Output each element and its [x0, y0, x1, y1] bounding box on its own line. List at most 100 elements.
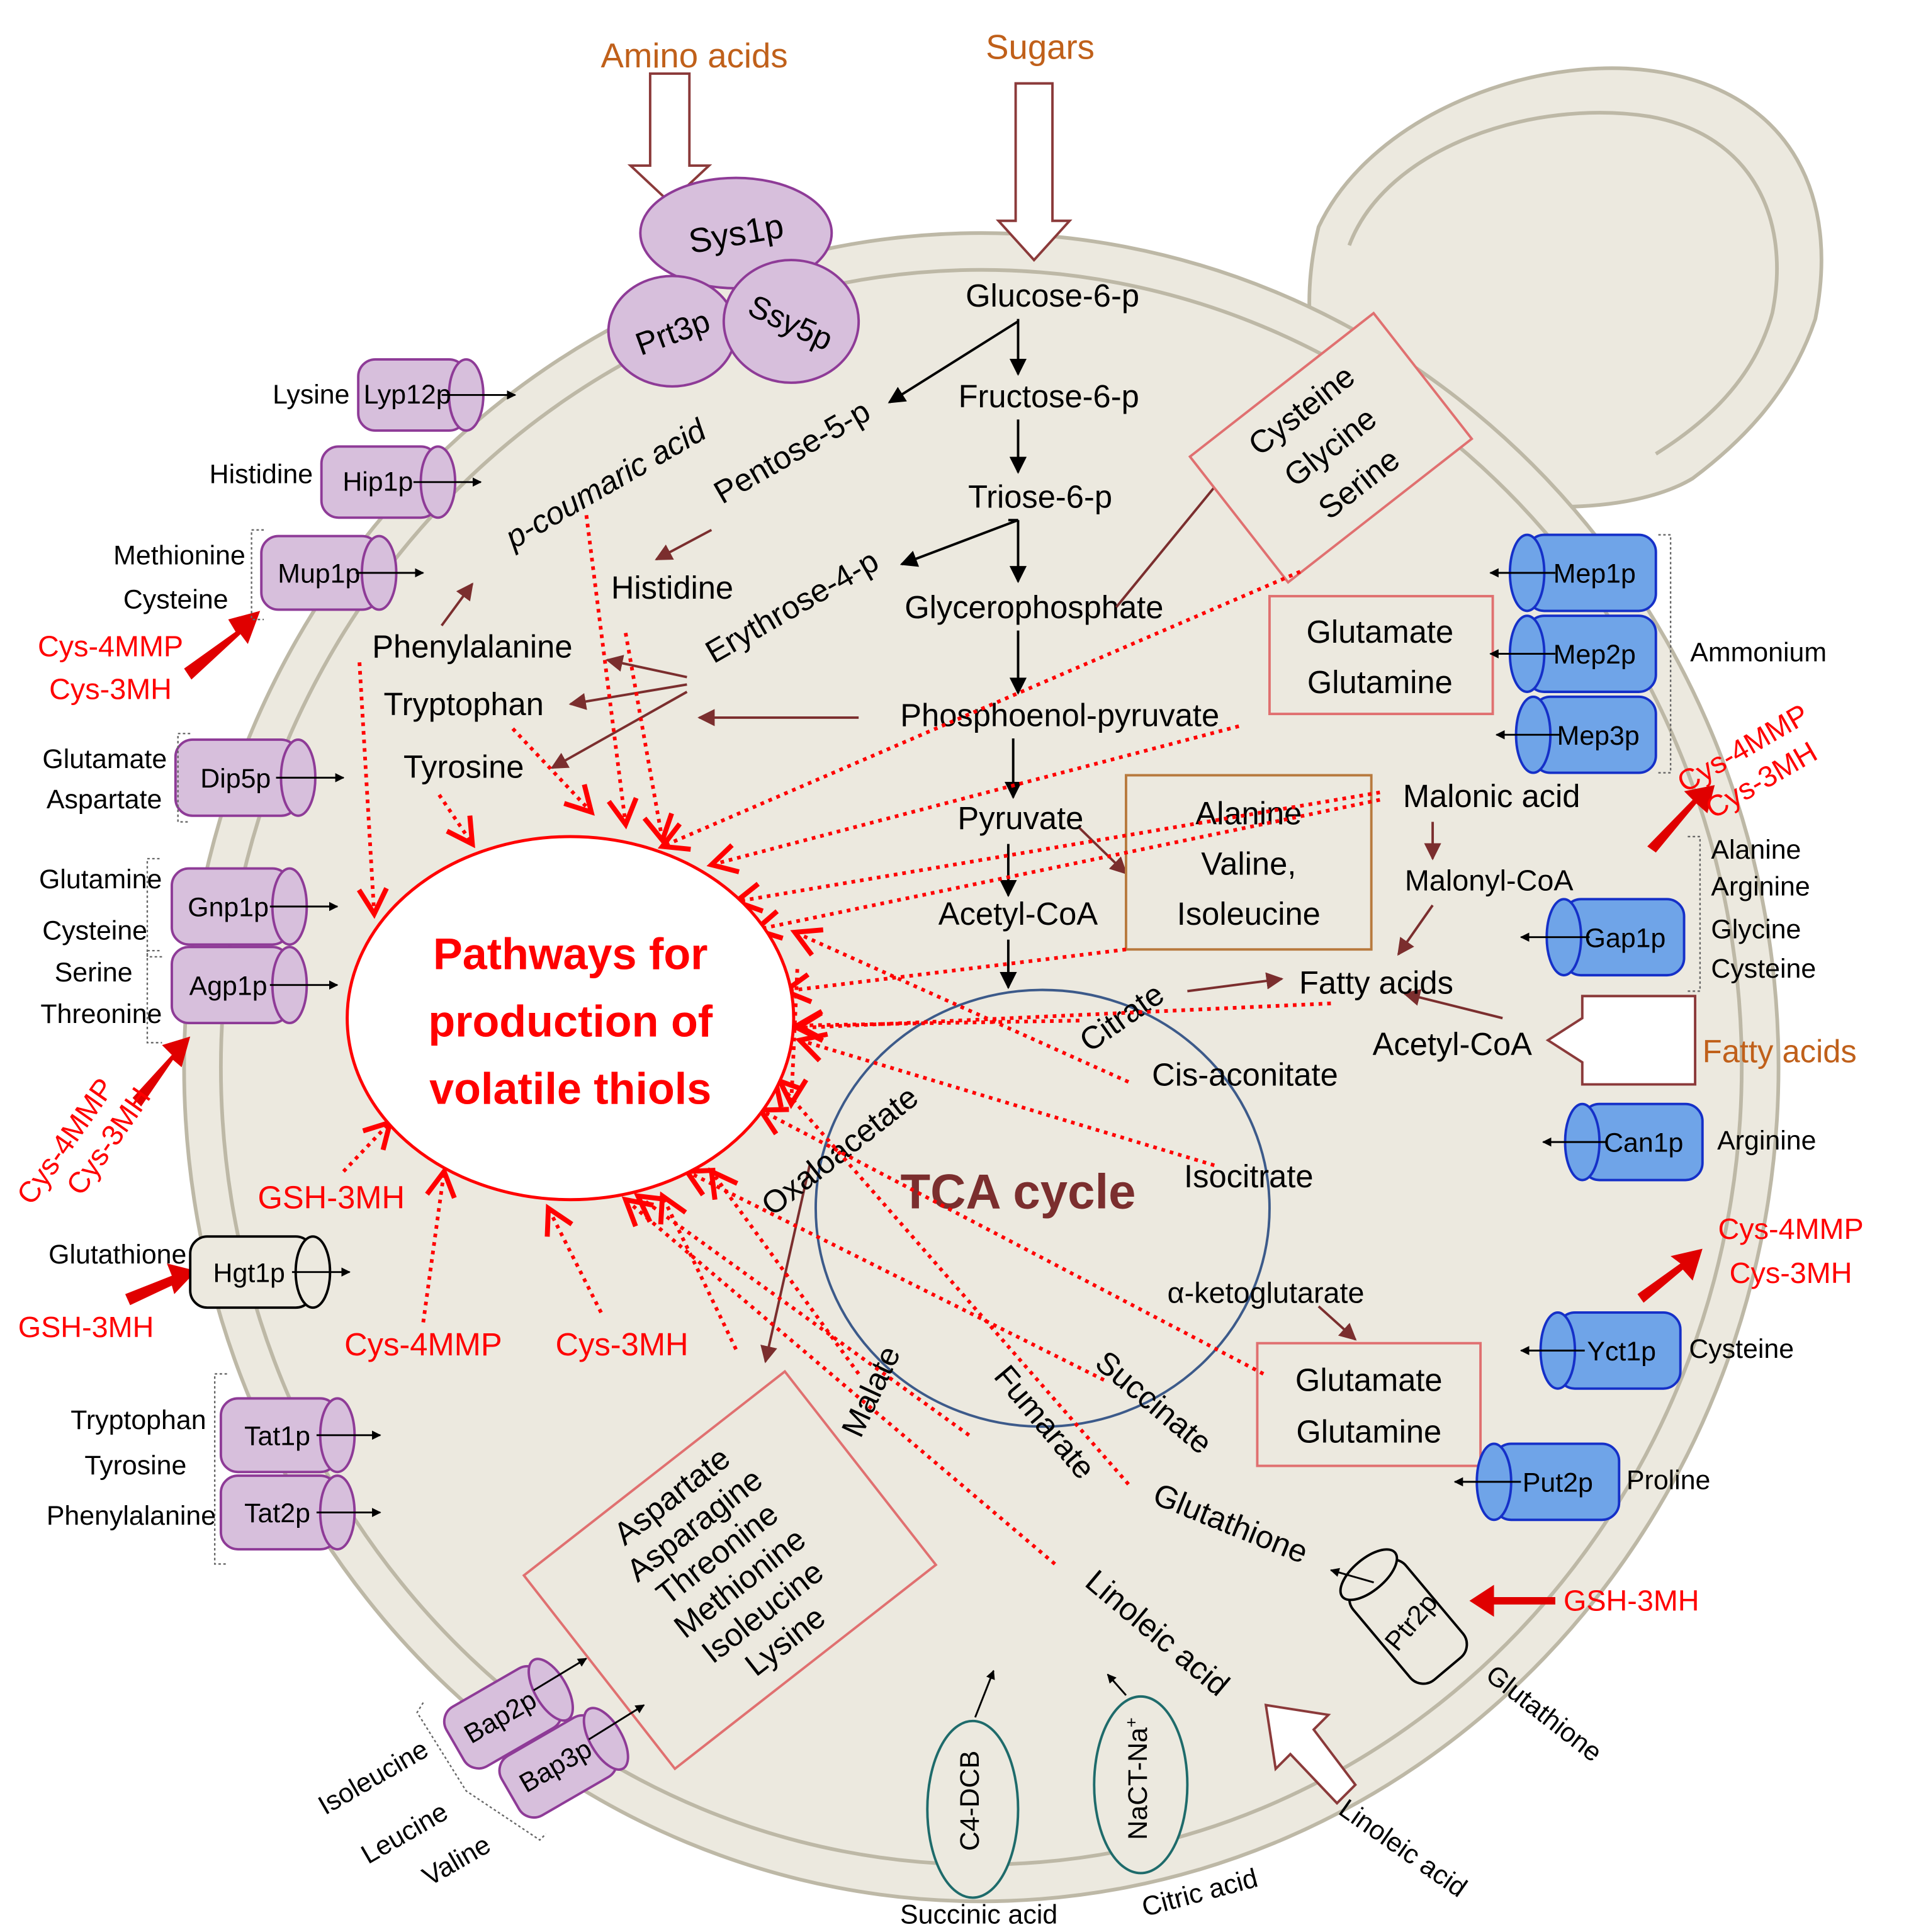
- sys1p-complex: Sys1p Prt3p Ssy5p: [607, 176, 860, 388]
- hip1p-label: Hip1p: [342, 466, 413, 497]
- tat2p-label: Tat2p: [244, 1498, 310, 1528]
- cysteine-substrate-right-2: Cysteine: [1689, 1334, 1794, 1364]
- uptake-gsh3mh-2: GSH-3MH: [1564, 1584, 1699, 1617]
- amino-acids-label: Amino acids: [601, 37, 788, 75]
- right-brackets: [1658, 534, 1701, 992]
- tryptophan-substrate: Tryptophan: [70, 1405, 206, 1435]
- put2p-label: Put2p: [1523, 1467, 1593, 1498]
- cysteine-substrate: Cysteine: [123, 584, 228, 614]
- biosynthesis-arrows: [441, 471, 1503, 1364]
- cysteine-substrate-2: Cysteine: [42, 916, 147, 946]
- glycerophosphate: Glycerophosphate: [904, 589, 1163, 625]
- fructose-6-p: Fructose-6-p: [959, 378, 1139, 414]
- malonyl-coa: Malonyl-CoA: [1405, 864, 1574, 897]
- pyruvate: Pyruvate: [957, 800, 1083, 836]
- mep3p-label: Mep3p: [1557, 721, 1640, 751]
- mup1p-label: Mup1p: [278, 559, 360, 589]
- aspartate-group-box: Aspartate Asparagine Threonine Methionin…: [522, 1369, 938, 1771]
- lipid-metabolism: Malonic acid Malonyl-CoA Fatty acids Ace…: [1299, 778, 1580, 1062]
- aspartate-substrate: Aspartate: [47, 784, 162, 815]
- center-line2: production of: [428, 997, 713, 1046]
- lysine-substrate: Lysine: [273, 380, 349, 410]
- precursor-uptake-arrows: [125, 611, 1715, 1617]
- serine-substrate: Serine: [55, 958, 133, 988]
- linoleic-acid-input-arrow: [1264, 1703, 1357, 1805]
- hgt1p-label: Hgt1p: [213, 1258, 285, 1288]
- glu-gln-top-line1: Glutamate: [1306, 614, 1453, 650]
- left-transporters: [171, 358, 629, 1819]
- right-transporters: [1475, 533, 1704, 1522]
- uptake-gsh3mh-1: GSH-3MH: [18, 1311, 154, 1343]
- ala-val-ile-line1: Alanine: [1195, 795, 1302, 831]
- uptake-cys3mh-1: Cys-3MH: [49, 673, 172, 706]
- tca-title: TCA cycle: [900, 1163, 1136, 1219]
- phosphoenol-pyruvate: Phosphoenol-pyruvate: [900, 698, 1219, 733]
- uptake-cys4mmp-1: Cys-4MMP: [38, 630, 183, 662]
- glutamate-substrate: Glutamate: [42, 744, 167, 774]
- uptake-cys4mmp-4: Cys-4MMP: [1718, 1212, 1864, 1245]
- alpha-ketoglutarate: α-ketoglutarate: [1168, 1276, 1365, 1309]
- mep2p-label: Mep2p: [1553, 640, 1636, 670]
- precursor-labels: GSH-3MH Cys-4MMP Cys-3MH: [257, 1179, 688, 1362]
- bap3p-transporter: [498, 1707, 629, 1819]
- tyrosine-substrate: Tyrosine: [84, 1450, 186, 1481]
- lyp12p-label: Lyp12p: [364, 380, 451, 410]
- tryptophan-product: Tryptophan: [384, 686, 544, 722]
- mep1p-label: Mep1p: [1553, 559, 1636, 589]
- can1p-label: Can1p: [1604, 1128, 1683, 1158]
- gsh-3mh-center: GSH-3MH: [257, 1179, 405, 1215]
- phenylalanine-product: Phenylalanine: [372, 628, 572, 664]
- linoleic-acid-outer-label: Linoleic acid: [1333, 1794, 1472, 1904]
- phenylalanine-substrate: Phenylalanine: [47, 1501, 216, 1531]
- nact-superscript: +: [1121, 1717, 1141, 1727]
- yct1p-label: Yct1p: [1587, 1336, 1656, 1367]
- c4-dcb-label: C4-DCB: [955, 1751, 985, 1851]
- mep3p-transporter: [1514, 695, 1657, 774]
- glutathione-substrate-right: Glutathione: [1480, 1659, 1608, 1768]
- valine-substrate: Valine: [417, 1829, 495, 1892]
- ala-val-ile-line2: Valine,: [1201, 845, 1296, 881]
- cys-3mh-center: Cys-3MH: [556, 1326, 689, 1362]
- threonine-substrate: Threonine: [40, 999, 162, 1029]
- tca-circle: [814, 988, 1271, 1428]
- put2p-transporter: [1475, 1442, 1621, 1522]
- cis-aconitate: Cis-aconitate: [1152, 1056, 1338, 1092]
- tat1p-label: Tat1p: [244, 1421, 310, 1451]
- ammonium-substrate: Ammonium: [1690, 637, 1827, 667]
- uptake-cys3mh-4: Cys-3MH: [1730, 1257, 1852, 1289]
- triose-6-p: Triose-6-p: [968, 479, 1112, 515]
- ptr2p-transporter: [1339, 1548, 1468, 1685]
- glu-gln-bottom-line1: Glutamate: [1295, 1362, 1443, 1398]
- center-line3: volatile thiols: [429, 1065, 711, 1114]
- glutamine-substrate: Glutamine: [39, 864, 162, 895]
- left-transport-arrows: [269, 390, 645, 1741]
- mup1p-transporter: [260, 534, 398, 611]
- nact-label: NaCT-Na+: [1121, 1717, 1153, 1840]
- tyrosine-product: Tyrosine: [403, 749, 524, 784]
- cysteine-substrate-right: Cysteine: [1711, 954, 1816, 984]
- ala-val-ile-box: Alanine Valine, Isoleucine: [1125, 774, 1373, 951]
- proline-substrate: Proline: [1626, 1466, 1710, 1496]
- center-line1: Pathways for: [433, 929, 707, 978]
- ala-val-ile-line3: Isoleucine: [1177, 896, 1321, 932]
- isoleucine-substrate: Isoleucine: [313, 1734, 434, 1821]
- bap2p-transporter: [442, 1658, 574, 1770]
- fatty-acids-input-arrow: [1545, 995, 1697, 1086]
- histidine-substrate: Histidine: [210, 460, 313, 490]
- glutathione-substrate: Glutathione: [48, 1240, 186, 1270]
- agp1p-label: Agp1p: [189, 971, 268, 1001]
- arginine-substrate: Arginine: [1711, 871, 1810, 901]
- ssy5p-oval: [722, 259, 860, 384]
- cys-4mmp-center: Cys-4MMP: [344, 1326, 502, 1362]
- glu-gln-bottom-line2: Glutamine: [1296, 1414, 1441, 1450]
- malonic-acid: Malonic acid: [1403, 778, 1581, 814]
- thiol-pathways-center: Pathways for production of volatile thio…: [346, 835, 796, 1202]
- gap1p-label: Gap1p: [1585, 923, 1666, 953]
- glucose-6-p: Glucose-6-p: [966, 278, 1139, 314]
- mep2p-transporter: [1508, 614, 1657, 693]
- histidine-product: Histidine: [611, 570, 733, 606]
- succinic-acid-label: Succinic acid: [900, 1899, 1057, 1929]
- nact-transporter: NaCT-Na+: [1093, 1673, 1189, 1875]
- thiol-pathway-arrows: [342, 515, 1380, 1566]
